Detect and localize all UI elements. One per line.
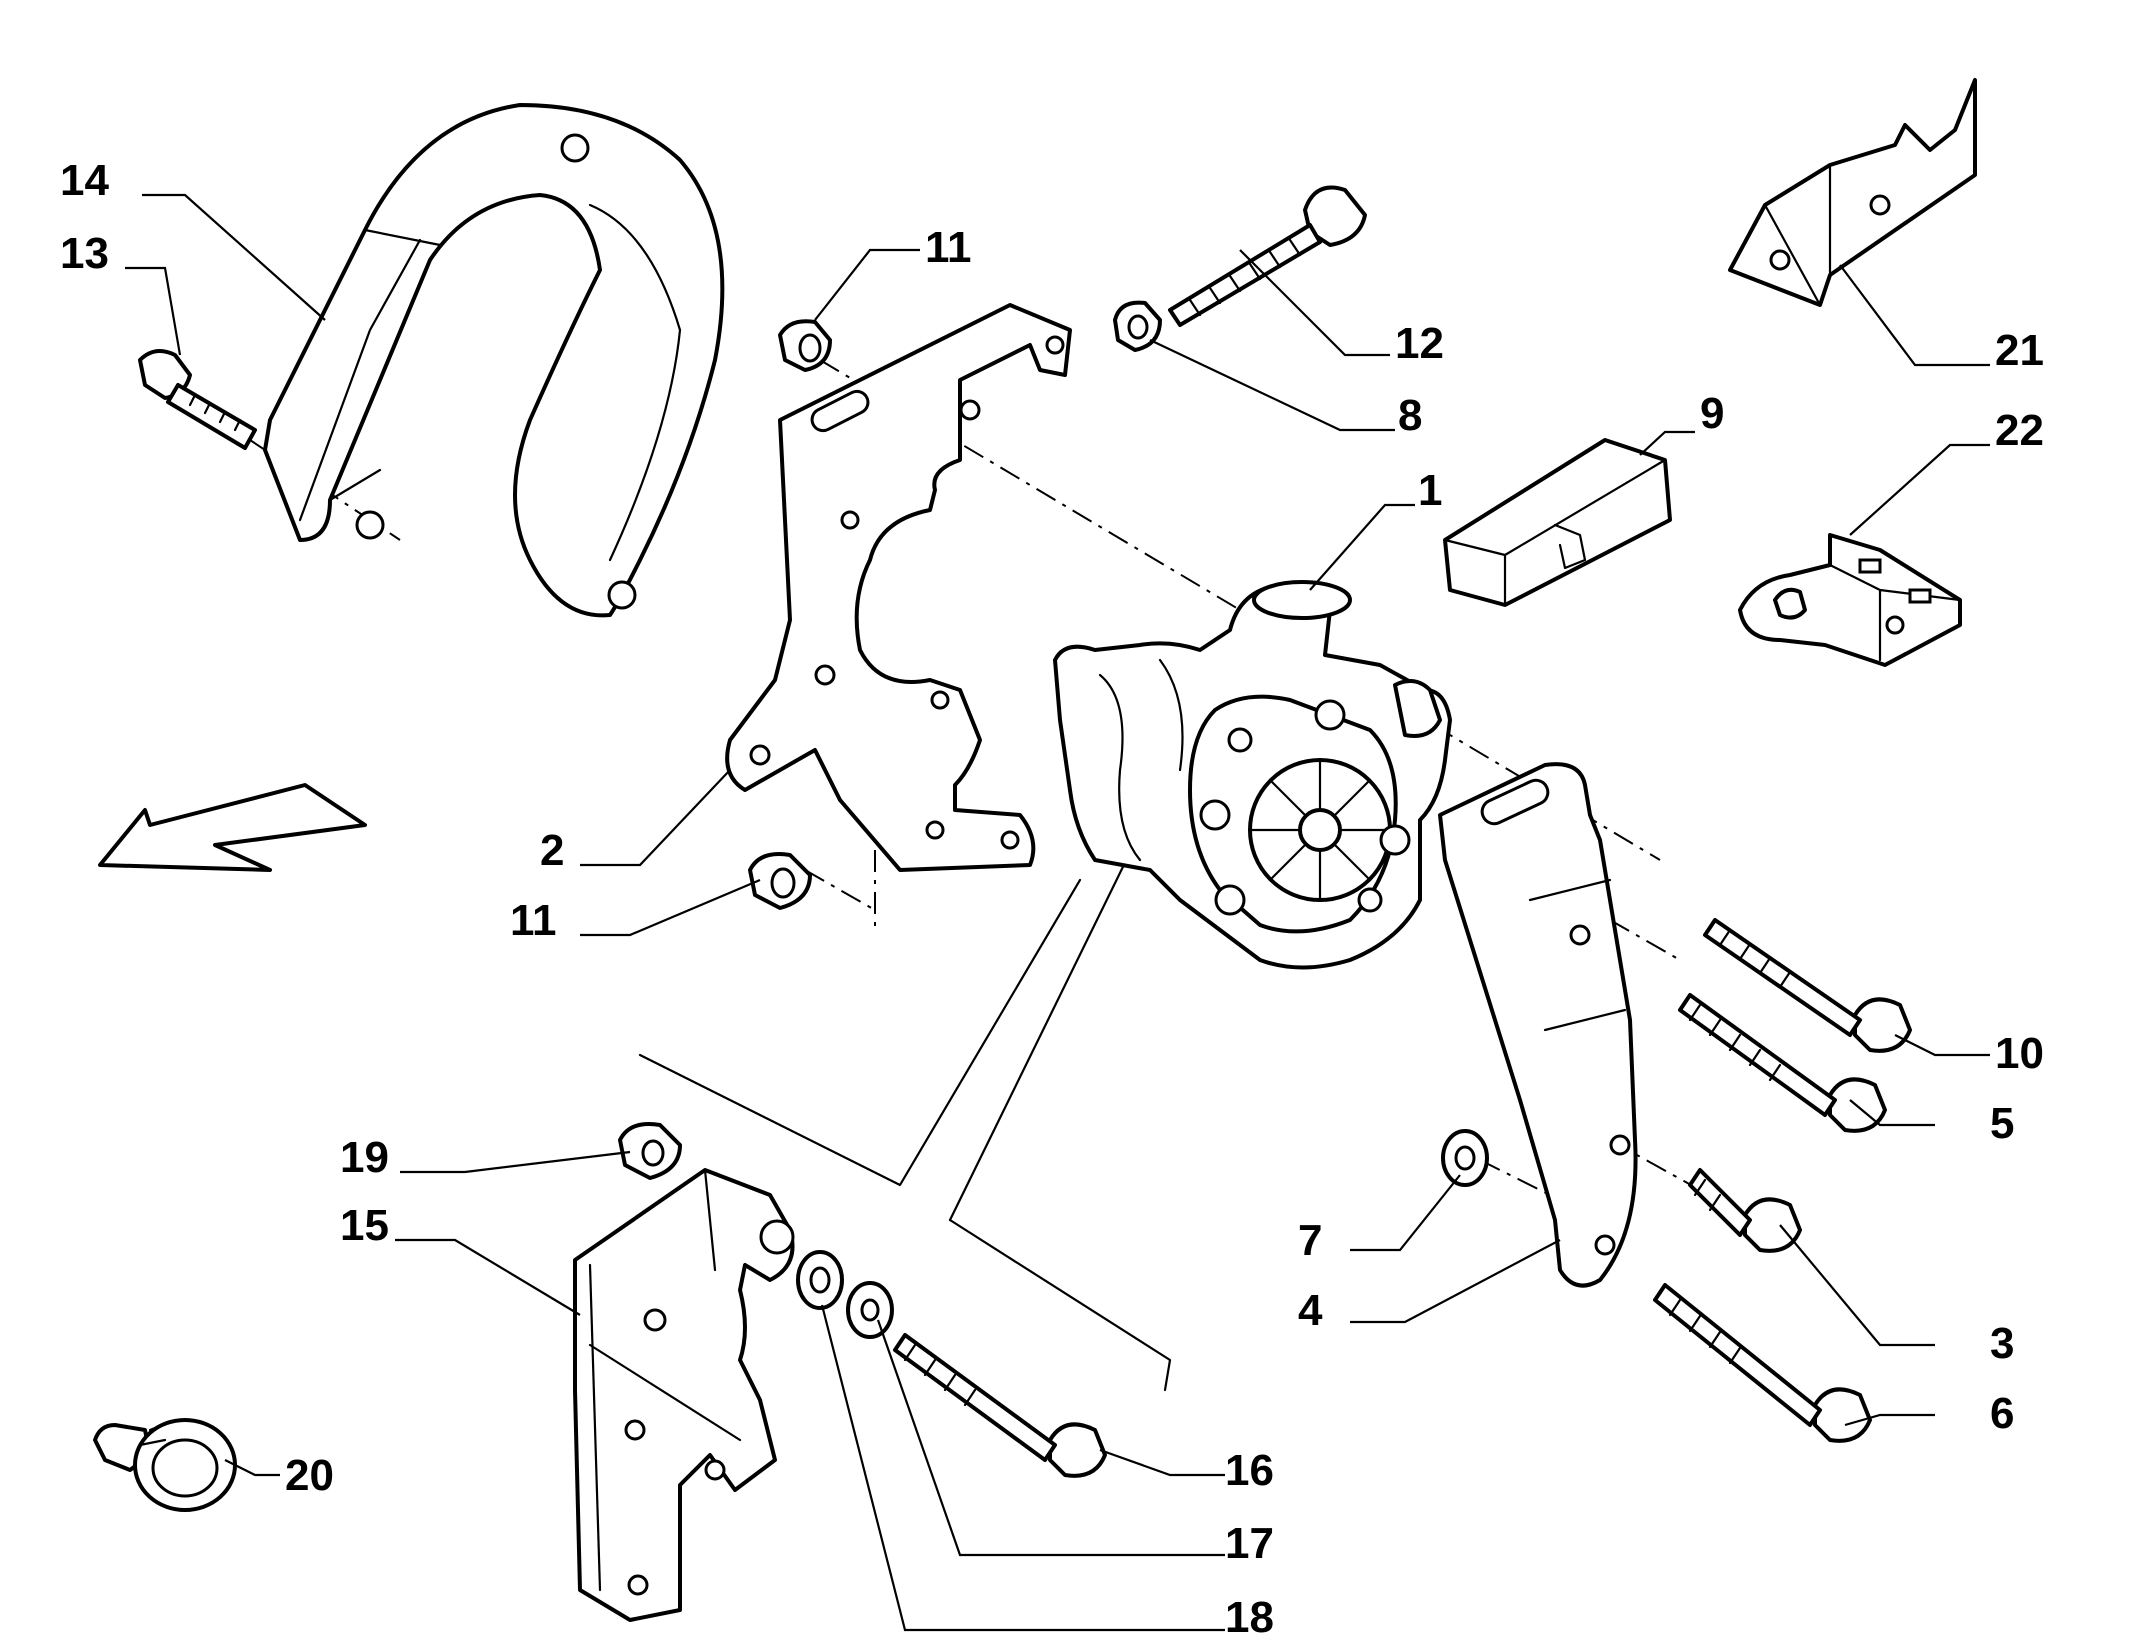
bracket-part-22 — [1738, 533, 1962, 667]
nut-part-8 — [1113, 300, 1162, 352]
lock-washer-part-17 — [846, 1281, 894, 1339]
bracket-part-21 — [1728, 78, 1977, 307]
lower-bracket-part-15 — [573, 1168, 795, 1622]
washer-part-7 — [1441, 1129, 1489, 1187]
callout-15: 15 — [340, 1201, 389, 1250]
callout-14: 14 — [60, 156, 109, 205]
washer-part-18 — [796, 1250, 844, 1310]
callout-10: 10 — [1995, 1029, 2044, 1078]
callout-19: 19 — [340, 1133, 389, 1182]
callout-13: 13 — [60, 229, 109, 278]
hose-clamp-part-20 — [93, 1418, 237, 1512]
callout-22: 22 — [1995, 406, 2044, 455]
callout-8: 8 — [1398, 391, 1422, 440]
callout-7: 7 — [1298, 1216, 1322, 1265]
bolt-part-3 — [1688, 1168, 1802, 1253]
reference-line-2 — [948, 1218, 1172, 1392]
power-steering-pump-part-1 — [1053, 580, 1452, 970]
callout-3: 3 — [1990, 1319, 2014, 1368]
bolt-part-16 — [893, 1333, 1107, 1478]
callout-17: 17 — [1225, 1519, 1274, 1568]
reference-line-1 — [638, 878, 1082, 1187]
nut-part-19 — [618, 1122, 682, 1180]
nut-part-11-lower — [748, 852, 812, 910]
bolt-part-6 — [1653, 1283, 1872, 1443]
callout-4: 4 — [1298, 1286, 1323, 1335]
assembly-axis-lower-nut — [804, 869, 876, 911]
callout-6: 6 — [1990, 1389, 2014, 1438]
bolt-part-10 — [1703, 918, 1912, 1053]
assembly-axis-bolt5 — [1609, 919, 1681, 961]
callout-9: 9 — [1700, 389, 1724, 438]
callout-21: 21 — [1995, 326, 2044, 375]
bolt-part-13 — [138, 349, 257, 450]
support-bracket-part-4 — [1438, 762, 1638, 1288]
callout-2: 2 — [540, 826, 564, 875]
callout-20: 20 — [285, 1451, 334, 1500]
mounting-bracket-part-2 — [725, 303, 1072, 872]
callout-11-upper: 11 — [925, 223, 972, 272]
leader-lines — [125, 193, 1990, 1632]
callout-11-lower: 11 — [510, 896, 557, 945]
callout-5: 5 — [1990, 1099, 2014, 1148]
nut-part-11-upper — [778, 319, 832, 372]
direction-arrow-icon — [98, 783, 367, 872]
callout-12: 12 — [1395, 319, 1444, 368]
callout-18: 18 — [1225, 1593, 1274, 1642]
bolt-part-12 — [1168, 185, 1367, 327]
belt-guard-part-14 — [263, 103, 725, 618]
rubber-block-part-9 — [1443, 438, 1672, 607]
callout-1: 1 — [1418, 466, 1442, 515]
callout-16: 16 — [1225, 1446, 1274, 1495]
callout-labels: 1 2 3 4 5 6 7 8 9 10 11 11 12 13 14 15 1… — [60, 156, 2044, 1642]
